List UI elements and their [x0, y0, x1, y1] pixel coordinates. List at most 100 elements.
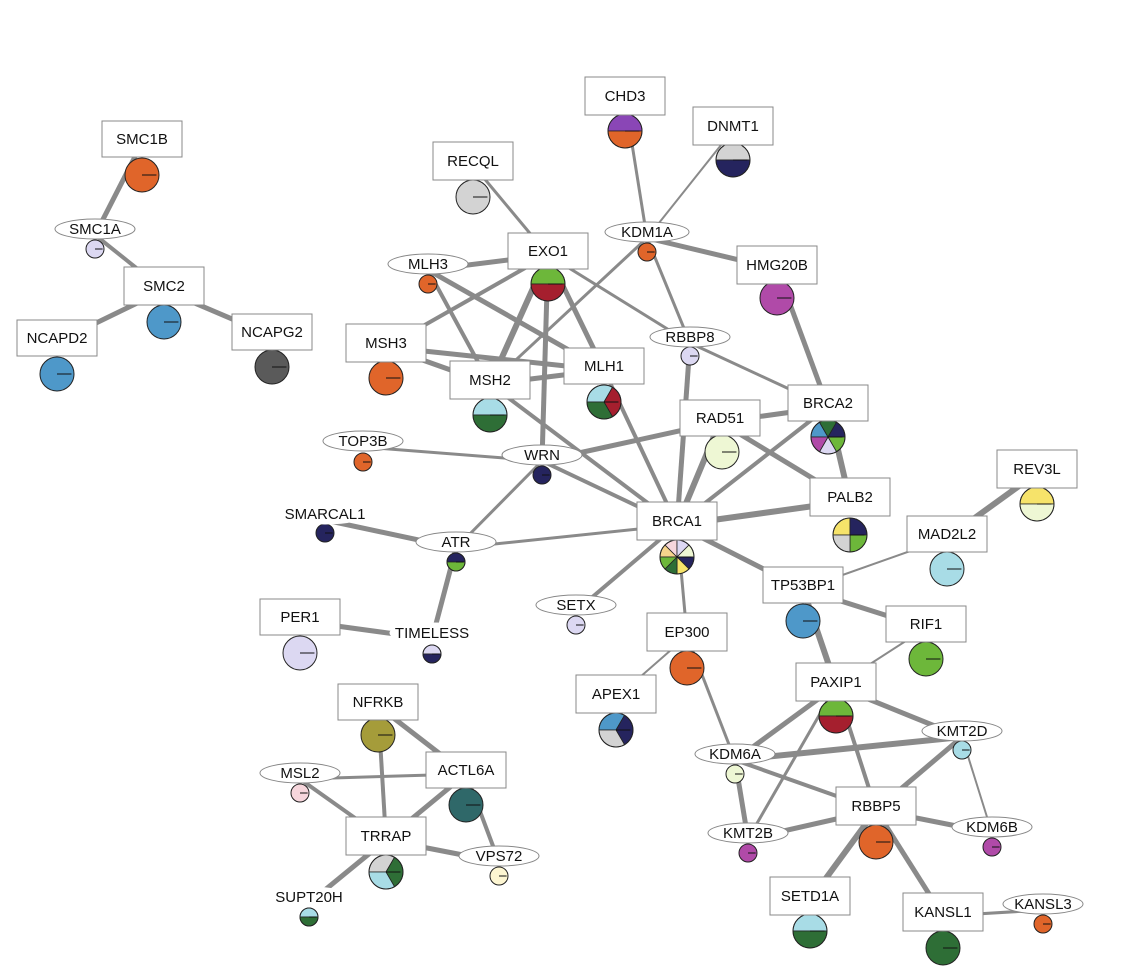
node-kansl3[interactable]: KANSL3: [1002, 893, 1084, 915]
node-paxip1[interactable]: PAXIP1: [795, 662, 877, 702]
node-label-text: CHD3: [605, 88, 646, 105]
node-rbbp5[interactable]: RBBP5: [835, 786, 917, 826]
node-box: [679, 399, 761, 437]
pie-chd3: [607, 113, 643, 149]
node-label-text: TRRAP: [361, 828, 412, 845]
pie-slice: [792, 913, 828, 932]
pie-atr: [446, 552, 466, 572]
node-timeless[interactable]: TIMELESS: [389, 622, 475, 644]
pie-hmg20b: [759, 280, 795, 316]
node-smarcal1[interactable]: SMARCAL1: [282, 503, 368, 525]
node-rbbp8[interactable]: RBBP8: [649, 326, 731, 348]
node-rev3l[interactable]: REV3L: [996, 449, 1078, 489]
node-kansl1[interactable]: KANSL1: [902, 892, 984, 932]
pie-slice: [299, 907, 319, 918]
node-label-text: KMT2B: [723, 825, 773, 842]
node-box: [769, 876, 851, 916]
node-box: [906, 515, 988, 553]
node-top3b[interactable]: TOP3B: [322, 430, 404, 452]
pie-slice: [530, 266, 566, 285]
node-per1[interactable]: PER1: [259, 598, 341, 636]
node-label-text: KANSL1: [914, 904, 972, 921]
node-box: [16, 319, 98, 357]
node-label-text: PALB2: [827, 489, 873, 506]
node-ep300[interactable]: EP300: [646, 612, 728, 652]
node-tp53bp1[interactable]: TP53BP1: [762, 566, 844, 604]
node-label-text: TIMELESS: [395, 625, 469, 642]
node-hmg20b[interactable]: HMG20B: [736, 245, 818, 285]
pie-slice: [1019, 486, 1055, 505]
node-label-text: REV3L: [1013, 461, 1061, 478]
node-mlh1[interactable]: MLH1: [563, 347, 645, 385]
node-box: [736, 245, 818, 285]
node-dnmt1[interactable]: DNMT1: [692, 106, 774, 146]
node-kmt2d[interactable]: KMT2D: [921, 720, 1003, 742]
pie-slice: [446, 552, 466, 563]
node-label-text: EP300: [664, 624, 709, 641]
pie-setx: [566, 615, 586, 635]
node-kmt2b[interactable]: KMT2B: [707, 822, 789, 844]
pie-slice: [530, 283, 566, 302]
node-ellipse: [694, 743, 776, 765]
node-ellipse: [259, 762, 341, 784]
node-setx[interactable]: SETX: [535, 594, 617, 616]
node-brca2[interactable]: BRCA2: [787, 384, 869, 422]
node-exo1[interactable]: EXO1: [507, 232, 589, 270]
node-box: [575, 674, 657, 714]
pie-recql: [455, 179, 491, 215]
pie-brca1: [659, 539, 695, 575]
node-kdm6a[interactable]: KDM6A: [694, 743, 776, 765]
node-smc1a[interactable]: SMC1A: [54, 218, 136, 240]
node-msh2[interactable]: MSH2: [449, 360, 531, 400]
node-trrap[interactable]: TRRAP: [345, 816, 427, 856]
node-box: [432, 141, 514, 181]
node-recql[interactable]: RECQL: [432, 141, 514, 181]
node-ellipse: [535, 594, 617, 616]
node-box: [425, 751, 507, 789]
node-chd3[interactable]: CHD3: [584, 76, 666, 116]
node-supt20h[interactable]: SUPT20H: [267, 886, 351, 908]
node-ellipse: [1002, 893, 1084, 915]
node-kdm1a[interactable]: KDM1A: [604, 221, 690, 243]
node-wrn[interactable]: WRN: [501, 444, 583, 466]
pie-slice: [472, 397, 508, 416]
node-atr[interactable]: ATR: [415, 531, 497, 553]
node-label-text: RBBP8: [665, 329, 714, 346]
node-label-text: MAD2L2: [918, 526, 976, 543]
node-ellipse: [604, 221, 690, 243]
node-ncapd2[interactable]: NCAPD2: [16, 319, 98, 357]
node-brca1[interactable]: BRCA1: [636, 501, 718, 541]
node-msh3[interactable]: MSH3: [345, 323, 427, 363]
pie-ep300: [669, 650, 705, 686]
node-box: [449, 360, 531, 400]
node-mlh3[interactable]: MLH3: [387, 253, 469, 275]
node-mad2l2[interactable]: MAD2L2: [906, 515, 988, 553]
node-ncapg2[interactable]: NCAPG2: [231, 313, 313, 351]
node-box: [902, 892, 984, 932]
node-apex1[interactable]: APEX1: [575, 674, 657, 714]
pie-slice: [1019, 503, 1055, 522]
node-box: [996, 449, 1078, 489]
pie-slice: [299, 916, 319, 927]
node-label-text: MLH1: [584, 358, 624, 375]
node-actl6a[interactable]: ACTL6A: [425, 751, 507, 789]
node-ellipse: [282, 503, 368, 525]
node-nfrkb[interactable]: NFRKB: [337, 683, 419, 721]
node-palb2[interactable]: PALB2: [809, 477, 891, 517]
node-ellipse: [649, 326, 731, 348]
node-smc1b[interactable]: SMC1B: [101, 120, 183, 158]
node-label-text: DNMT1: [707, 118, 759, 135]
node-rif1[interactable]: RIF1: [885, 605, 967, 643]
node-smc2[interactable]: SMC2: [123, 266, 205, 306]
node-vps72[interactable]: VPS72: [458, 845, 540, 867]
pie-slice: [818, 715, 854, 734]
pie-rif1: [908, 641, 944, 677]
node-label-text: RBBP5: [851, 798, 900, 815]
node-setd1a[interactable]: SETD1A: [769, 876, 851, 916]
node-box: [646, 612, 728, 652]
node-kdm6b[interactable]: KDM6B: [951, 816, 1033, 838]
node-label-text: SETX: [556, 597, 595, 614]
node-msl2[interactable]: MSL2: [259, 762, 341, 784]
node-label-text: KANSL3: [1014, 896, 1072, 913]
node-rad51[interactable]: RAD51: [679, 399, 761, 437]
